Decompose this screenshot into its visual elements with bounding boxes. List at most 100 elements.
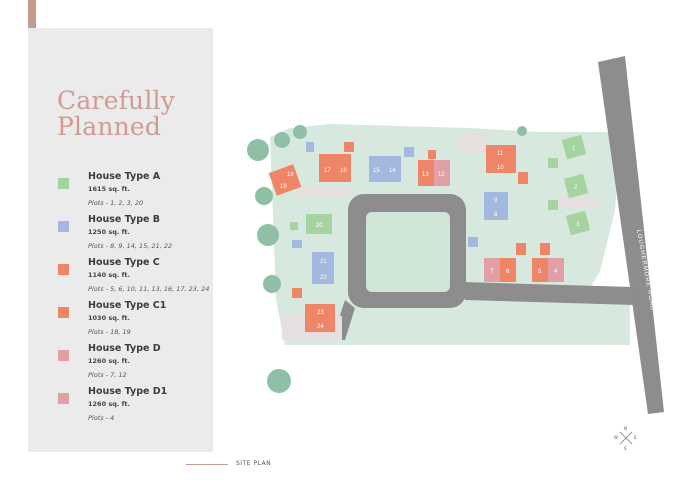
house-plot-21[interactable] <box>312 252 334 268</box>
plot-number: 22 <box>320 275 327 281</box>
page-title: Carefully Planned <box>57 88 175 140</box>
legend-plots: Plots - 5, 6, 10, 11, 13, 16, 17, 23, 24 <box>88 285 210 293</box>
legend-name: House Type A <box>88 171 161 182</box>
legend-area: 1250 sq. ft. <box>88 228 131 236</box>
driveway <box>560 198 600 208</box>
tree-icon <box>255 187 273 205</box>
legend-swatch <box>58 178 69 189</box>
legend-name: House Type D <box>88 343 161 354</box>
garage <box>540 243 550 255</box>
plot-number: 11 <box>497 151 504 157</box>
garage <box>428 150 436 159</box>
house-plot-19[interactable] <box>268 164 302 196</box>
tree-icon <box>247 139 269 161</box>
legend-name: House Type C <box>88 257 160 268</box>
house-plot-10[interactable] <box>486 159 516 173</box>
house-plot-4[interactable] <box>548 258 564 282</box>
legend-name: House Type D1 <box>88 386 168 397</box>
tree-icon <box>517 126 527 136</box>
plot-number: 5 <box>538 269 542 275</box>
garage <box>292 288 302 298</box>
tree-icon <box>274 132 290 148</box>
plot-number: 8 <box>494 212 498 218</box>
legend-swatch <box>58 350 69 361</box>
plot-number: 20 <box>316 223 323 229</box>
house-plot-12[interactable] <box>434 160 450 186</box>
compass-s: S <box>624 446 627 451</box>
compass-rose: N E S W <box>614 426 637 451</box>
plot-number: 15 <box>373 168 380 174</box>
tree-icon <box>293 125 307 139</box>
house-plot-22[interactable] <box>312 268 334 284</box>
plot-number: 1 <box>572 146 576 152</box>
legend-area: 1260 sq. ft. <box>88 400 131 408</box>
compass-w: W <box>614 435 618 440</box>
house-plot-20[interactable] <box>306 214 332 234</box>
garage <box>548 158 558 168</box>
tree-icon <box>257 224 279 246</box>
garage <box>290 222 298 230</box>
main-road <box>598 56 664 414</box>
tree-icon <box>267 369 291 393</box>
plot-number: 10 <box>497 165 504 171</box>
house-plot-5[interactable] <box>532 258 548 282</box>
legend-area: 1030 sq. ft. <box>88 314 131 322</box>
garage <box>292 240 302 248</box>
legend-swatch <box>58 264 69 275</box>
plot-number: 2 <box>574 185 578 191</box>
garage <box>404 147 414 157</box>
footer-divider <box>186 464 228 465</box>
legend-name: House Type B <box>88 214 160 225</box>
house-plot-17[interactable] <box>319 154 335 182</box>
plot-number: 9 <box>494 198 498 204</box>
plot-number: 4 <box>554 269 558 275</box>
plot-number: 18 <box>287 172 294 178</box>
house-plot-13[interactable] <box>418 160 434 186</box>
plot-number: 16 <box>340 168 347 174</box>
plot-number: 3 <box>576 222 580 228</box>
garage <box>306 142 314 152</box>
compass-n: N <box>624 426 627 431</box>
legend-swatch <box>58 393 69 404</box>
house-plot-24[interactable] <box>305 318 335 332</box>
house-plot-2[interactable] <box>563 173 589 199</box>
entrance-road <box>462 282 635 305</box>
green-space <box>366 212 450 292</box>
plot-number: 17 <box>324 168 331 174</box>
house-plot-9[interactable] <box>484 192 508 206</box>
plot-number: 14 <box>389 168 396 174</box>
house-plot-1[interactable] <box>561 134 587 160</box>
legend-plots: Plots - 1, 2, 3, 20 <box>88 199 144 207</box>
plot-number: 23 <box>317 310 324 316</box>
plot-number: 7 <box>490 269 494 275</box>
legend-area: 1140 sq. ft. <box>88 271 131 279</box>
plot-number: 24 <box>317 324 324 330</box>
house-plot-3[interactable] <box>565 210 591 236</box>
plot-number: 21 <box>320 259 327 265</box>
garages <box>290 142 558 298</box>
legend-plots: Plots - 7, 12 <box>88 371 127 379</box>
house-plot-23[interactable] <box>305 304 335 318</box>
house-plot-11[interactable] <box>486 145 516 159</box>
garage <box>344 142 354 152</box>
house-plot-7[interactable] <box>484 258 500 282</box>
plot-number: 19 <box>280 184 287 190</box>
house-plot-6[interactable] <box>500 258 516 282</box>
house-plot-8[interactable] <box>484 206 508 220</box>
legend-swatch <box>58 221 69 232</box>
house-plot-15[interactable] <box>369 156 385 182</box>
compass-e: E <box>634 435 637 440</box>
legend-plots: Plots - 8, 9, 14, 15, 21, 22 <box>88 242 173 250</box>
legend-name: House Type C1 <box>88 300 167 311</box>
house-plot-14[interactable] <box>385 156 401 182</box>
site-plan-map: LOUGHERMORE ROAD <box>247 56 664 451</box>
driveway <box>300 188 350 198</box>
tree-icon <box>263 275 281 293</box>
house-plot-16[interactable] <box>335 154 351 182</box>
trees <box>247 125 527 393</box>
title-line-2: Planned <box>57 112 162 141</box>
houses <box>268 134 591 332</box>
driveway <box>458 133 488 153</box>
title-line-1: Carefully <box>57 86 176 115</box>
corner-accent <box>28 0 36 28</box>
